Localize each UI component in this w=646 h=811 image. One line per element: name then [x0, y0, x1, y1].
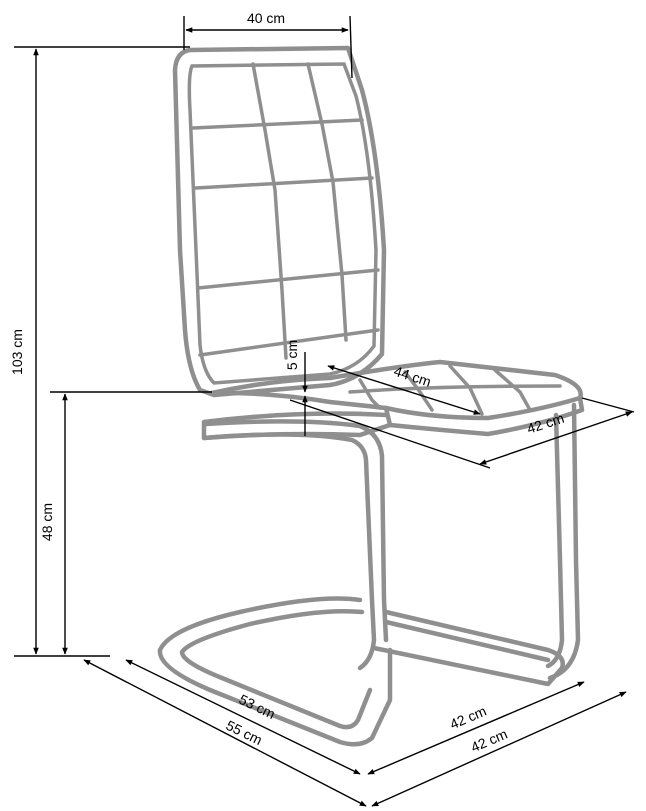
frame-base-right [371, 609, 565, 687]
dim-total-height: 103 cm [9, 46, 190, 657]
label-backrest-width: 40 cm [247, 10, 285, 26]
chair-drawing [157, 45, 585, 747]
label-seat-thickness: 5 cm [284, 340, 300, 370]
label-total-height: 103 cm [9, 329, 25, 375]
label-base-width: 42 cm [447, 703, 488, 733]
dim-base-width: 42 cm [367, 681, 585, 775]
frame-rear-tube-inner [203, 419, 389, 643]
backrest-quilting [191, 62, 380, 360]
dim-seat-thickness: 5 cm [284, 340, 308, 436]
dim-overall-depth: 55 cm [83, 659, 367, 807]
label-seat-height: 48 cm [39, 503, 55, 541]
frame-rear-tube [201, 432, 377, 671]
dim-base-depth: 53 cm [125, 659, 361, 775]
dim-seat-height: 48 cm [39, 391, 212, 655]
label-overall-width: 42 cm [468, 726, 509, 756]
frame-right-tube [545, 412, 565, 669]
dim-backrest-width: 40 cm [183, 10, 353, 79]
dim-overall-width: 42 cm [371, 691, 627, 807]
label-seat-width: 42 cm [525, 410, 566, 437]
